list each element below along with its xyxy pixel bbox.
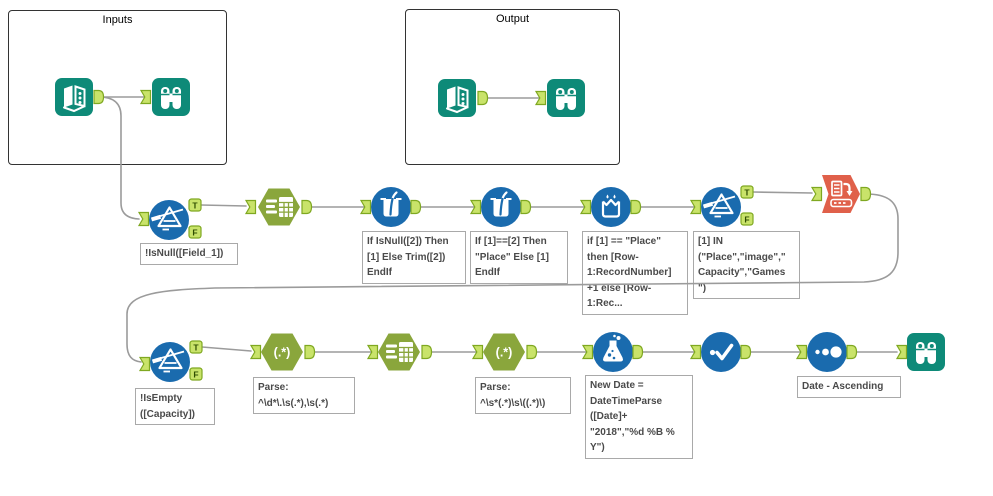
inputs-container-label: Inputs xyxy=(102,14,133,26)
input-anchor[interactable] xyxy=(245,199,257,215)
filter-tool[interactable] xyxy=(148,340,192,384)
input-anchor[interactable] xyxy=(250,344,262,360)
output-anchor[interactable] xyxy=(410,199,422,215)
input-anchor[interactable] xyxy=(139,356,151,372)
output-anchor[interactable] xyxy=(477,90,489,106)
filter-tool[interactable] xyxy=(147,198,191,242)
output-anchor[interactable] xyxy=(740,344,752,360)
annotation-formula-place[interactable]: If [1]==[2] Then "Place" Else [1] EndIf xyxy=(470,231,568,284)
input-anchor[interactable] xyxy=(896,344,908,360)
inputs-container[interactable]: Inputs xyxy=(8,10,227,165)
unique-check-icon xyxy=(699,330,743,374)
connection-wire[interactable] xyxy=(126,193,899,363)
unique-tool[interactable] xyxy=(699,330,743,374)
browse-tool[interactable] xyxy=(906,332,946,372)
flask-icon xyxy=(593,332,633,372)
text-to-columns-icon xyxy=(377,332,421,372)
sort-dots-icon xyxy=(807,332,847,372)
connection-wire[interactable] xyxy=(200,204,247,207)
beaker-icon xyxy=(479,185,523,229)
sort-tool[interactable] xyxy=(807,332,847,372)
binoculars-icon xyxy=(546,78,586,118)
false-output-anchor[interactable]: F xyxy=(188,225,202,239)
output-anchor[interactable] xyxy=(632,344,644,360)
formula-tool[interactable] xyxy=(593,332,633,372)
regex-tool[interactable]: (.*) xyxy=(261,333,303,371)
true-anchor-label: T xyxy=(193,343,199,353)
true-anchor-label: T xyxy=(192,201,198,211)
true-output-anchor[interactable]: T xyxy=(188,198,202,212)
output-anchor[interactable] xyxy=(301,199,313,215)
connection-wire[interactable] xyxy=(752,191,813,194)
browse-tool[interactable] xyxy=(546,78,586,118)
output-anchor[interactable] xyxy=(860,186,872,202)
book-icon xyxy=(54,77,94,117)
false-anchor-label: F xyxy=(193,370,198,380)
output-anchor[interactable] xyxy=(421,344,433,360)
output-container-label: Output xyxy=(495,13,530,25)
false-anchor-label: F xyxy=(192,228,197,238)
cross-tab-icon xyxy=(820,173,862,215)
annotation-sort-date[interactable]: Date - Ascending xyxy=(797,376,901,398)
regex-icon-label: (.*) xyxy=(496,346,513,360)
funnel-icon xyxy=(148,340,192,384)
true-output-anchor[interactable]: T xyxy=(740,185,754,199)
output-anchor[interactable] xyxy=(526,344,538,360)
true-output-anchor[interactable]: T xyxy=(189,340,203,354)
output-anchor[interactable] xyxy=(304,344,316,360)
funnel-icon xyxy=(699,185,743,229)
output-anchor[interactable] xyxy=(630,199,642,215)
output-anchor[interactable] xyxy=(846,344,858,360)
annotation-regex-parse1[interactable]: Parse: ^\d*\.\s(.*),\s(.*) xyxy=(253,377,355,414)
text-to-columns-tool[interactable] xyxy=(257,187,301,227)
multi-row-formula-tool[interactable] xyxy=(589,185,633,229)
book-icon xyxy=(437,78,477,118)
text-to-columns-tool[interactable] xyxy=(377,332,421,372)
regex-icon-label: (.*) xyxy=(274,346,291,360)
formula-tool[interactable] xyxy=(369,185,413,229)
true-anchor-label: T xyxy=(744,188,750,198)
funnel-icon xyxy=(147,198,191,242)
false-output-anchor[interactable]: F xyxy=(740,212,754,226)
regex-tool[interactable]: (.*) xyxy=(483,333,525,371)
annotation-regex-parse2[interactable]: Parse: ^\s*(.*)\s\((.*)\) xyxy=(475,377,571,414)
output-anchor[interactable] xyxy=(520,199,532,215)
input-anchor[interactable] xyxy=(138,211,150,227)
false-output-anchor[interactable]: F xyxy=(189,367,203,381)
formula-tool[interactable] xyxy=(479,185,523,229)
multi-row-formula-icon xyxy=(589,185,633,229)
annotation-filter-field1[interactable]: !IsNull([Field_1]) xyxy=(140,243,238,265)
cross-tab-tool[interactable] xyxy=(820,173,862,215)
annotation-formula-trim[interactable]: If IsNull([2]) Then [1] Else Trim([2]) E… xyxy=(362,231,466,284)
annotation-multirow[interactable]: if [1] == "Place" then [Row- 1:RecordNum… xyxy=(582,231,688,315)
beaker-icon xyxy=(369,185,413,229)
text-to-columns-icon xyxy=(257,187,301,227)
annotation-filter-capacity[interactable]: !IsEmpty ([Capacity]) xyxy=(135,388,215,425)
browse-tool[interactable] xyxy=(151,77,191,117)
output-anchor[interactable] xyxy=(93,89,105,105)
connection-wire[interactable] xyxy=(98,96,140,220)
false-anchor-label: F xyxy=(744,215,749,225)
annotation-filter-in-list[interactable]: [1] IN ("Place","image"," Capacity","Gam… xyxy=(693,231,800,299)
input-data-tool[interactable] xyxy=(54,77,94,117)
binoculars-icon xyxy=(151,77,191,117)
binoculars-icon xyxy=(906,332,946,372)
annotation-formula-date[interactable]: New Date = DateTimeParse ([Date]+ "2018"… xyxy=(585,375,693,459)
connection-wire[interactable] xyxy=(201,346,252,352)
input-data-tool[interactable] xyxy=(437,78,477,118)
input-anchor[interactable] xyxy=(811,186,823,202)
filter-tool[interactable] xyxy=(699,185,743,229)
